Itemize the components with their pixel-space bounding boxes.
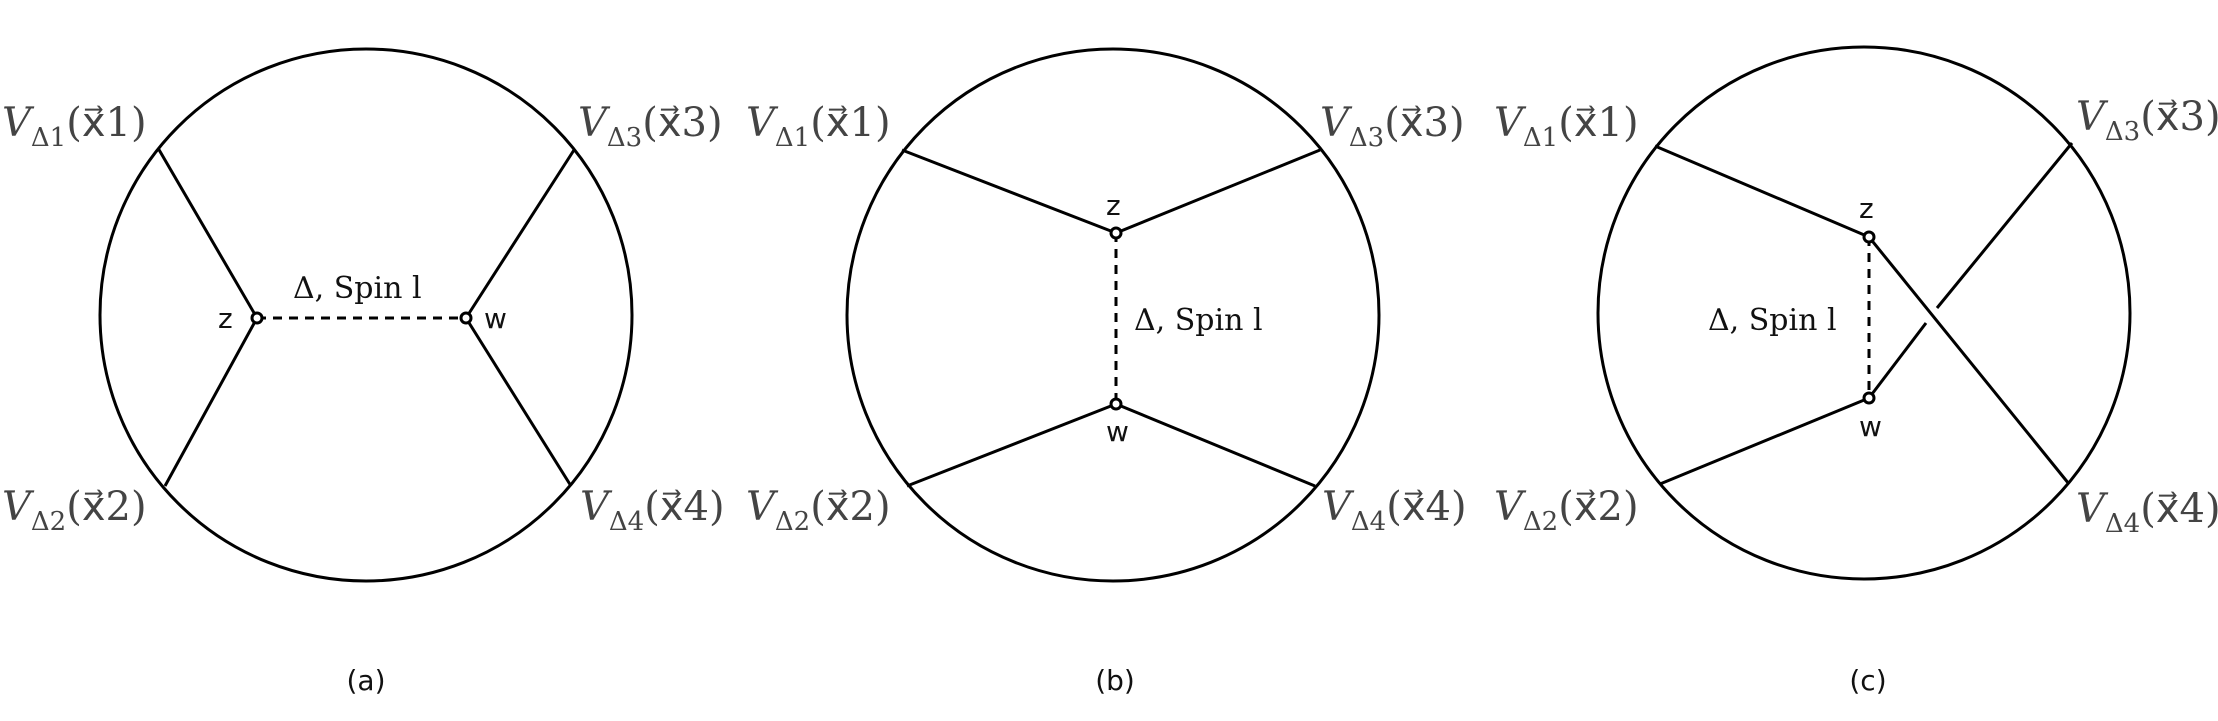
operator-arg: (x⃗1)	[66, 100, 146, 146]
bulk-line-3-upper	[1935, 142, 2074, 309]
operator-name: V	[580, 484, 613, 530]
operator-name: V	[1320, 100, 1353, 146]
bulk-line-2	[163, 317, 259, 487]
operator-arg: (x⃗4)	[644, 484, 724, 530]
ads-boundary-circle	[1596, 45, 2132, 581]
vertex-w-label: w	[1106, 415, 1129, 448]
operator-sub: Δ3	[2105, 117, 2140, 147]
propagator-label: Δ, Spin l	[1708, 303, 1837, 338]
bulk-line-1	[156, 147, 259, 319]
vertex-w-label: w	[484, 302, 507, 335]
bulk-line-3	[464, 149, 576, 319]
operator-label-2: VΔ2(x⃗2)	[2, 484, 147, 537]
propagator-label: Δ, Spin l	[293, 271, 422, 306]
operator-name: V	[1322, 484, 1355, 530]
operator-label-1: VΔ1(x⃗1)	[746, 100, 891, 153]
operator-name: V	[578, 100, 611, 146]
ads-boundary-circle	[98, 47, 634, 583]
bulk-line-3-lower	[1867, 322, 1928, 399]
bulk-line-1	[1654, 144, 1870, 239]
panel-c: z w Δ, Spin l VΔ1(x⃗1) VΔ2(x⃗2) VΔ3(x⃗3)…	[1494, 45, 2218, 697]
operator-sub: Δ4	[2105, 509, 2140, 539]
bulk-line-4	[1115, 402, 1316, 488]
operator-sub: Δ3	[607, 123, 642, 153]
operator-label-3: VΔ3(x⃗3)	[1320, 100, 1465, 153]
operator-sub: Δ4	[1351, 507, 1386, 537]
operator-arg: (x⃗1)	[810, 100, 890, 146]
bulk-line-2	[1659, 396, 1870, 486]
bulk-line-3	[1115, 148, 1321, 235]
operator-arg: (x⃗3)	[1384, 100, 1464, 146]
operator-arg: (x⃗3)	[642, 100, 722, 146]
bulk-line-2	[906, 402, 1117, 488]
vertex-z-label: z	[218, 302, 233, 335]
operator-label-1: VΔ1(x⃗1)	[1494, 100, 1639, 153]
operator-label-3: VΔ3(x⃗3)	[578, 100, 723, 153]
operator-label-2: VΔ2(x⃗2)	[746, 484, 891, 537]
operator-sub: Δ1	[31, 123, 66, 153]
operator-label-2: VΔ2(x⃗2)	[1494, 484, 1639, 537]
panel-label: (b)	[1095, 664, 1135, 697]
operator-name: V	[1494, 484, 1527, 530]
vertex-w	[1862, 391, 1876, 405]
operator-arg: (x⃗2)	[66, 484, 146, 530]
bulk-line-1	[901, 148, 1117, 235]
operator-name: V	[2, 484, 35, 530]
propagator-label: Δ, Spin l	[1134, 303, 1263, 338]
bulk-line-4	[464, 317, 573, 487]
vertex-w	[459, 311, 473, 325]
operator-arg: (x⃗2)	[810, 484, 890, 530]
operator-name: V	[1494, 100, 1527, 146]
operator-sub: Δ1	[1523, 123, 1558, 153]
operator-sub: Δ1	[775, 123, 810, 153]
operator-sub: Δ3	[1349, 123, 1384, 153]
panel-label: (c)	[1849, 664, 1886, 697]
panel-label: (a)	[346, 664, 385, 697]
operator-label-4: VΔ4(x⃗4)	[1322, 484, 1467, 537]
operator-name: V	[2076, 486, 2109, 532]
ads-boundary-circle	[845, 47, 1381, 583]
operator-sub: Δ2	[1523, 507, 1558, 537]
vertex-z	[1862, 230, 1876, 244]
vertex-w-label: w	[1859, 410, 1882, 443]
operator-arg: (x⃗4)	[2140, 486, 2218, 532]
operator-arg: (x⃗3)	[2140, 94, 2218, 140]
vertex-z	[1109, 226, 1123, 240]
operator-name: V	[2, 100, 35, 146]
panel-b: z w Δ, Spin l VΔ1(x⃗1) VΔ2(x⃗2) VΔ3(x⃗3)…	[746, 47, 1467, 697]
panel-a: z w Δ, Spin l VΔ1(x⃗1) VΔ2(x⃗2) VΔ3(x⃗3)…	[2, 47, 725, 697]
operator-label-1: VΔ1(x⃗1)	[2, 100, 147, 153]
operator-arg: (x⃗1)	[1558, 100, 1638, 146]
operator-sub: Δ4	[609, 507, 644, 537]
vertex-z-label: z	[1859, 192, 1874, 225]
operator-sub: Δ2	[31, 507, 66, 537]
operator-label-4: VΔ4(x⃗4)	[2076, 486, 2218, 539]
vertex-w	[1109, 397, 1123, 411]
vertex-z-label: z	[1106, 189, 1121, 222]
operator-name: V	[746, 484, 779, 530]
operator-label-4: VΔ4(x⃗4)	[580, 484, 725, 537]
bulk-line-4	[1867, 236, 2071, 485]
operator-sub: Δ2	[775, 507, 810, 537]
operator-arg: (x⃗4)	[1386, 484, 1466, 530]
vertex-z	[250, 311, 264, 325]
operator-name: V	[746, 100, 779, 146]
operator-name: V	[2076, 94, 2109, 140]
operator-arg: (x⃗2)	[1558, 484, 1638, 530]
operator-label-3: VΔ3(x⃗3)	[2076, 94, 2218, 147]
